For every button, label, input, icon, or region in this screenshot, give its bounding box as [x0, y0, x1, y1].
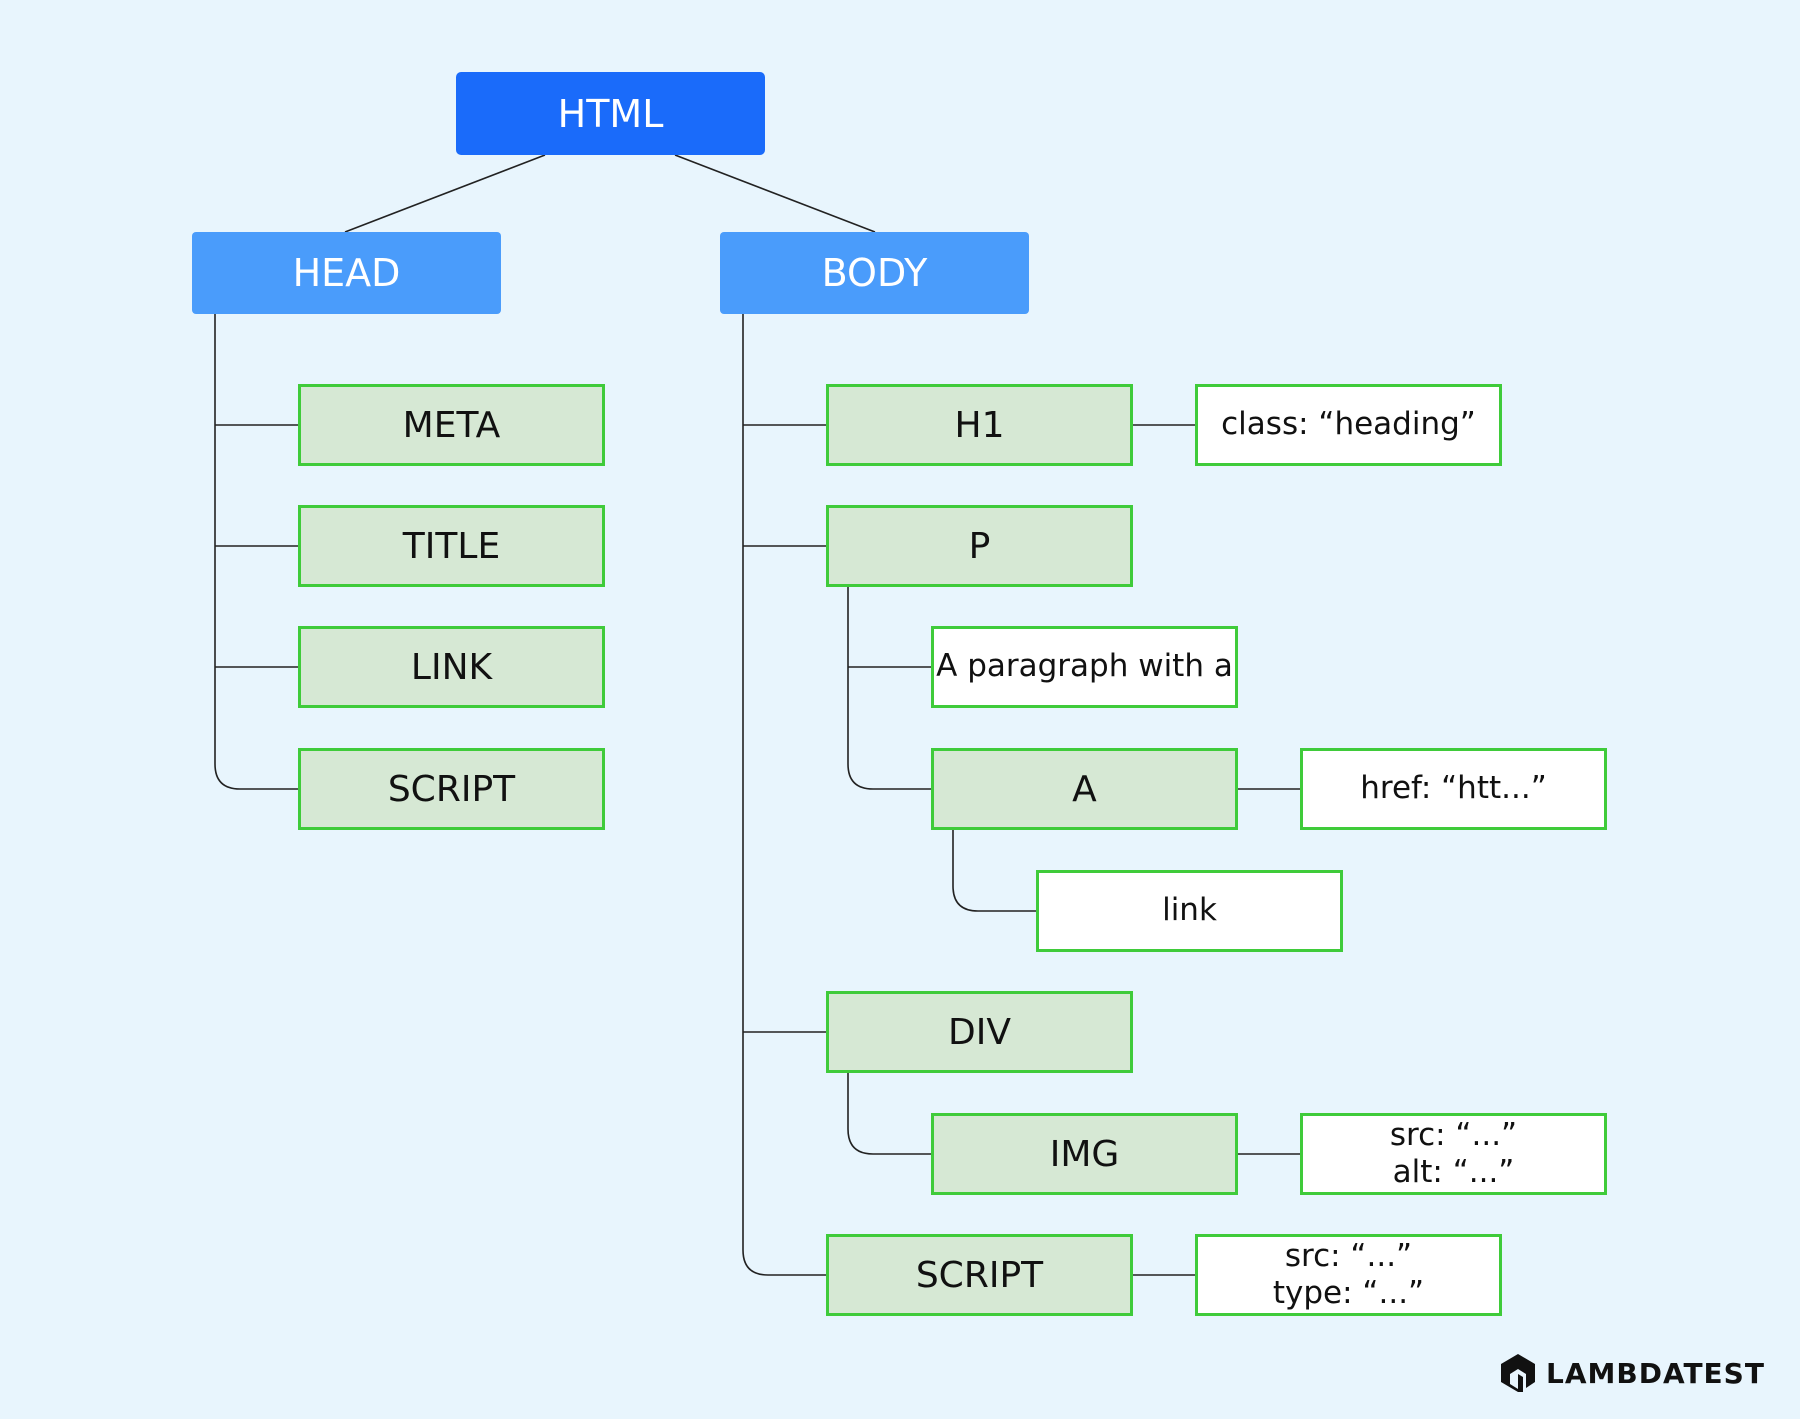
h1-node: H1 — [826, 384, 1133, 466]
img-node: IMG — [931, 1113, 1238, 1195]
lambdatest-logo: LAMBDATEST — [1498, 1352, 1765, 1394]
div-node: DIV — [826, 991, 1133, 1073]
link-node: LINK — [298, 626, 605, 708]
a-node: A — [931, 748, 1238, 830]
html-node: HTML — [456, 72, 765, 155]
script-type-attribute: type: “...” — [1272, 1275, 1425, 1311]
link-text-node: link — [1036, 870, 1343, 952]
head-script-node: SCRIPT — [298, 748, 605, 830]
paragraph-text-node: A paragraph with a — [931, 626, 1238, 708]
script-src-attribute: src: “...” — [1284, 1237, 1413, 1274]
head-node: HEAD — [192, 232, 501, 314]
a-href-attribute: href: “htt...” — [1300, 748, 1607, 830]
meta-node: META — [298, 384, 605, 466]
h1-class-attribute: class: “heading” — [1195, 384, 1502, 466]
brand-name: LAMBDATEST — [1546, 1356, 1765, 1390]
img-alt-attribute: alt: “...” — [1392, 1154, 1515, 1190]
lambdatest-logo-icon — [1501, 1354, 1535, 1392]
title-node: TITLE — [298, 505, 605, 587]
p-node: P — [826, 505, 1133, 587]
body-node: BODY — [720, 232, 1029, 314]
body-script-node: SCRIPT — [826, 1234, 1133, 1316]
img-src-attribute: src: “...” — [1389, 1116, 1518, 1153]
script-attributes: src: “...” type: “...” — [1195, 1234, 1502, 1316]
img-attributes: src: “...” alt: “...” — [1300, 1113, 1607, 1195]
